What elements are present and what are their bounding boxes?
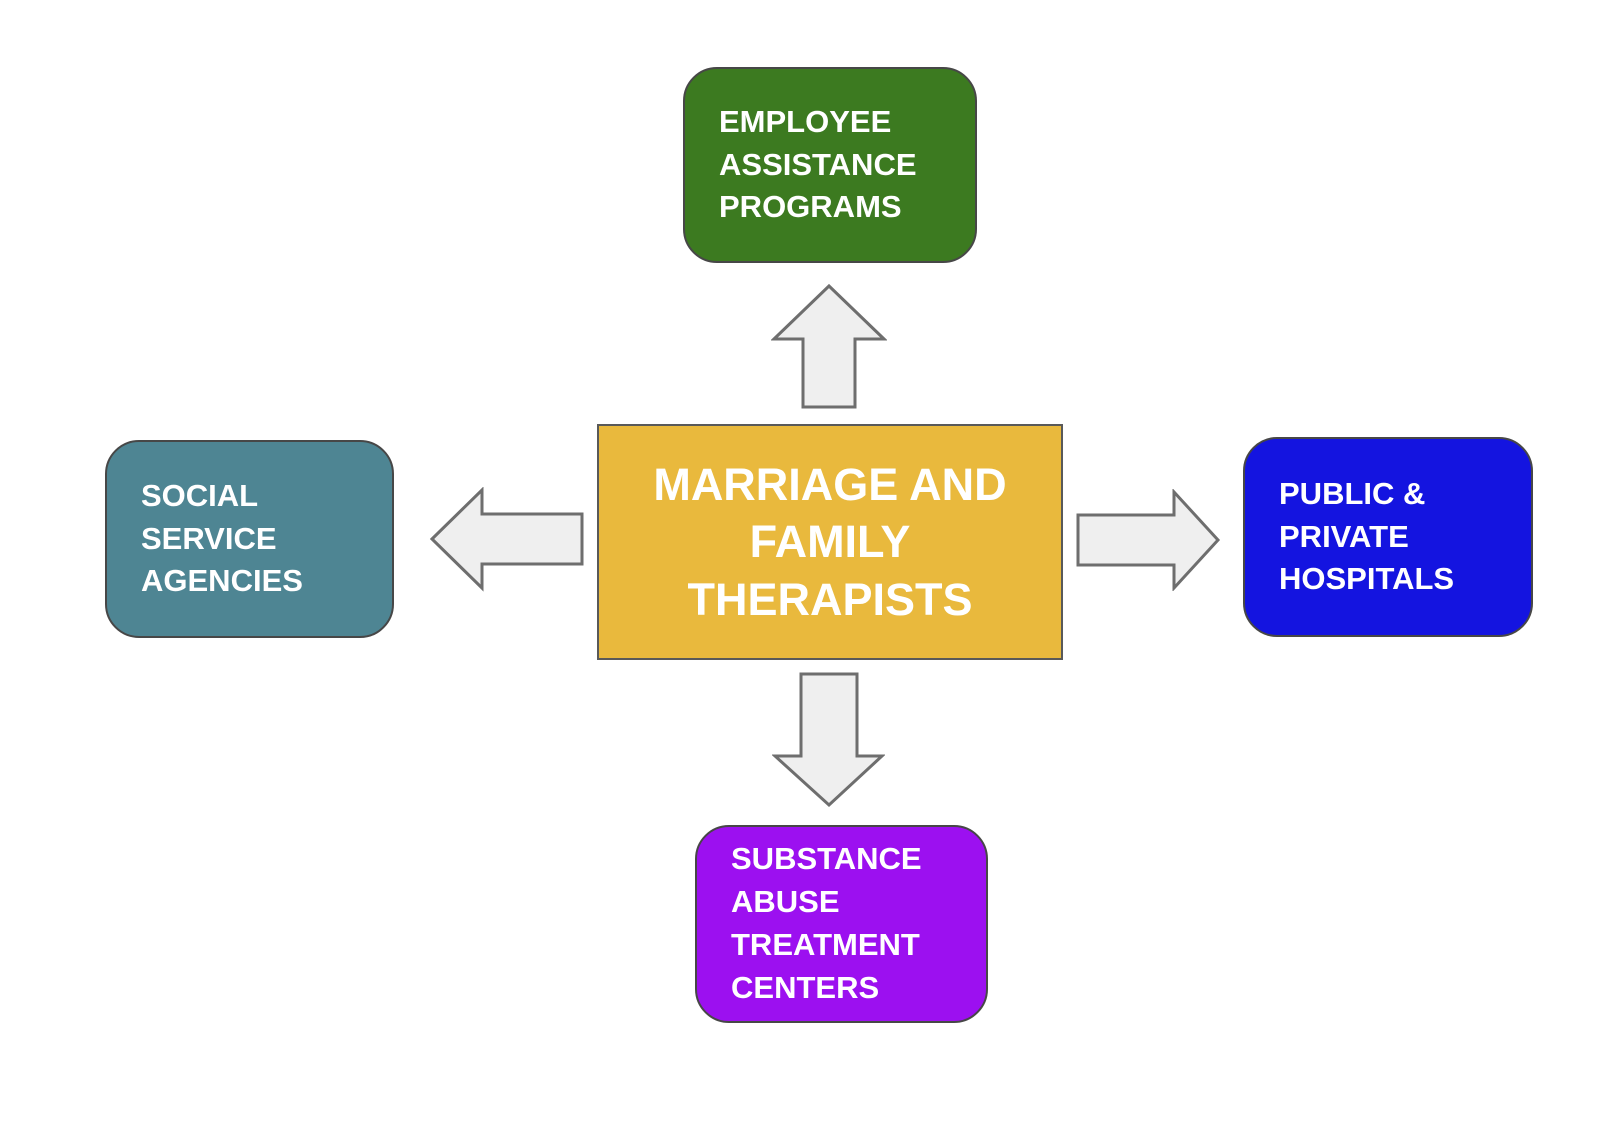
arrow-up-icon bbox=[771, 283, 887, 410]
arrow-left-shape bbox=[429, 487, 584, 592]
node-marriage-family-therapists-label: MARRIAGE AND FAMILY THERAPISTS bbox=[653, 459, 1007, 625]
node-marriage-family-therapists: MARRIAGE AND FAMILY THERAPISTS bbox=[597, 424, 1063, 660]
arrow-left-icon bbox=[429, 487, 585, 592]
node-public-private-hospitals-label: PUBLIC & PRIVATE HOSPITALS bbox=[1279, 475, 1455, 597]
node-public-private-hospitals: PUBLIC & PRIVATE HOSPITALS bbox=[1243, 437, 1533, 637]
node-employee-assistance-programs: EMPLOYEE ASSISTANCE PROGRAMS bbox=[683, 67, 977, 263]
node-substance-abuse-treatment-centers: SUBSTANCE ABUSE TREATMENT CENTERS bbox=[695, 825, 988, 1023]
arrow-right-shape bbox=[1076, 489, 1221, 591]
node-social-service-agencies: SOCIAL SERVICE AGENCIES bbox=[105, 440, 394, 638]
arrow-down-shape bbox=[772, 672, 885, 808]
node-social-service-agencies-label: SOCIAL SERVICE AGENCIES bbox=[141, 477, 303, 599]
arrow-right-icon bbox=[1076, 489, 1221, 591]
arrow-down-icon bbox=[772, 671, 885, 808]
arrow-up-shape bbox=[771, 283, 887, 409]
node-substance-abuse-treatment-centers-label: SUBSTANCE ABUSE TREATMENT CENTERS bbox=[731, 841, 922, 1005]
node-employee-assistance-programs-label: EMPLOYEE ASSISTANCE PROGRAMS bbox=[719, 103, 917, 225]
